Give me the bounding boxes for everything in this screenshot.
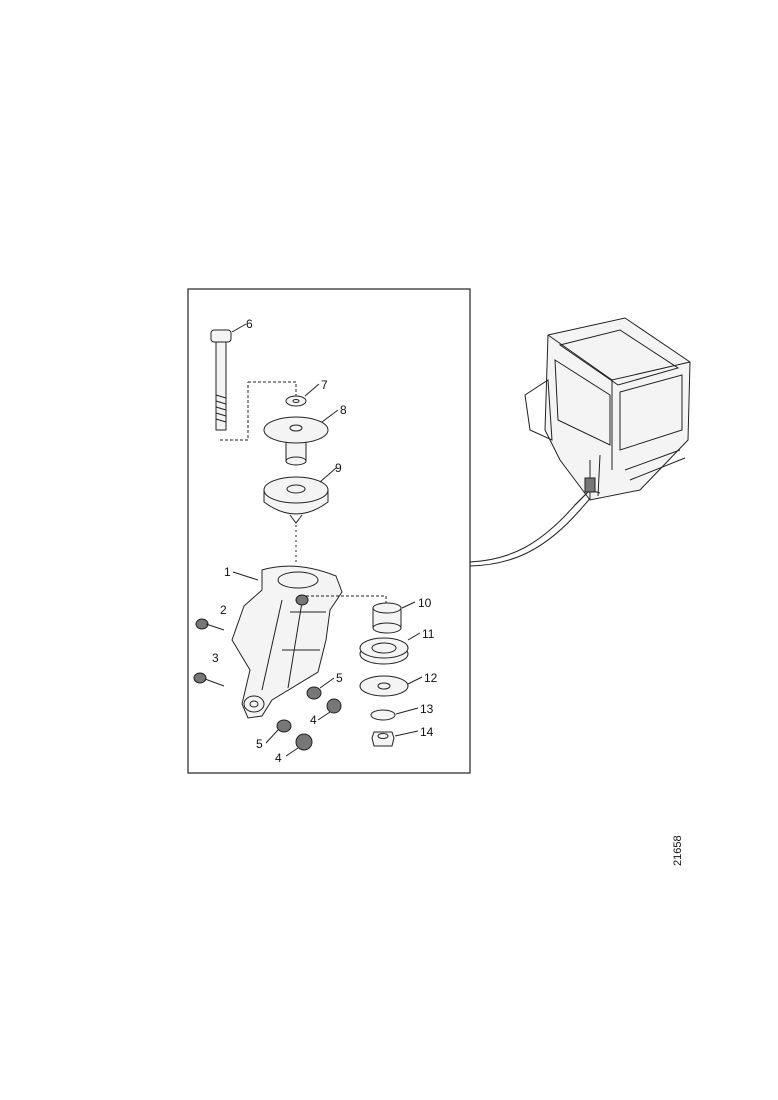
detail-frame — [187, 288, 471, 774]
small-washer — [370, 709, 396, 721]
nut-lower — [295, 733, 313, 751]
callout-4-upper: 4 — [310, 713, 317, 727]
detail-leader-line-2 — [469, 493, 595, 567]
flanged-bush — [263, 416, 329, 466]
leader-lines — [231, 323, 423, 757]
detail-leader-line — [469, 489, 591, 563]
callout-6: 6 — [246, 317, 253, 331]
callout-8: 8 — [340, 403, 347, 417]
drawing-number: 21658 — [672, 835, 684, 866]
callout-4-lower: 4 — [275, 751, 282, 765]
truck-cab-illustration — [524, 317, 691, 506]
callout-2: 2 — [220, 603, 227, 617]
bolt-lower-left — [193, 672, 225, 687]
sleeve — [372, 602, 402, 634]
assembly-dashline-top — [248, 381, 297, 398]
washer — [285, 395, 307, 407]
callout-14: 14 — [420, 725, 434, 739]
callout-5-lower: 5 — [256, 737, 263, 751]
washer-lower — [276, 719, 292, 733]
bolt — [210, 329, 232, 431]
bracket-dashline — [306, 595, 387, 604]
rubber-ring — [359, 637, 409, 665]
nut-right — [326, 698, 342, 714]
assembly-dashline-bottom — [220, 382, 249, 441]
callout-12: 12 — [424, 671, 438, 685]
callout-9: 9 — [335, 461, 342, 475]
callout-3: 3 — [212, 651, 219, 665]
callout-5-upper: 5 — [336, 671, 343, 685]
main-bracket — [231, 565, 343, 719]
washer-plate — [359, 675, 409, 697]
callout-1: 1 — [224, 565, 231, 579]
nut — [371, 731, 395, 747]
callout-7: 7 — [321, 378, 328, 392]
callout-10: 10 — [418, 596, 432, 610]
callout-11: 11 — [422, 627, 435, 641]
rubber-bushing — [263, 476, 329, 524]
washer-right — [306, 686, 322, 700]
callout-13: 13 — [420, 702, 434, 716]
bolt-upper-left — [195, 618, 225, 631]
